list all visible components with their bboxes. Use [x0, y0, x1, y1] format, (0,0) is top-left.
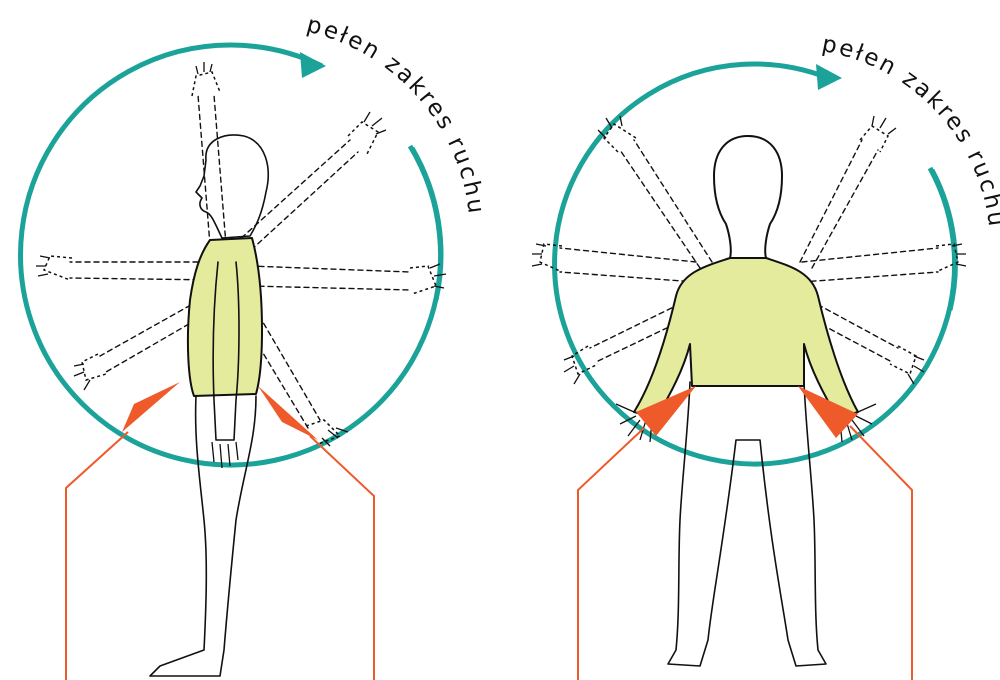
side-head-icon: [196, 135, 268, 238]
front-body-outline: [668, 382, 826, 666]
side-view-panel: pełen zakres ruchu: [21, 12, 490, 680]
side-pointer-line-left: [66, 432, 128, 680]
side-legs: [150, 396, 256, 676]
front-range-label-text: pełen zakres ruchu: [820, 31, 1000, 230]
side-range-label-text: pełen zakres ruchu: [304, 12, 489, 218]
side-shirt: [188, 238, 262, 396]
front-head-icon: [714, 136, 782, 258]
front-pointer-line-left: [578, 428, 644, 680]
front-view-panel: pełen zakres ruchu: [532, 31, 1000, 680]
front-shirt: [634, 258, 858, 418]
rotation-arrow-icon: [300, 52, 326, 78]
range-circle-segment: [932, 170, 955, 310]
front-pointer-line-right: [850, 426, 912, 680]
front-range-label: pełen zakres ruchu: [820, 31, 1000, 230]
rotation-arrow-icon: [816, 64, 842, 90]
side-body-figure: [150, 135, 268, 676]
side-pointer-line-right: [310, 436, 374, 680]
front-body-figure: [616, 136, 876, 666]
range-circle-segment: [412, 148, 441, 300]
side-range-label: pełen zakres ruchu: [304, 12, 489, 218]
